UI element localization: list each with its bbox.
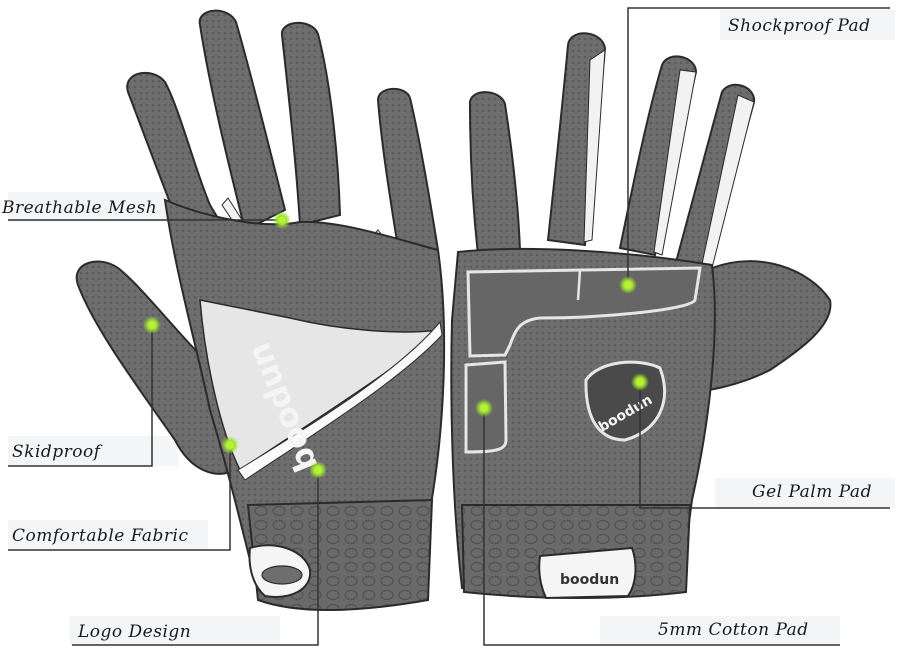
label-strip-breathable bbox=[8, 192, 188, 222]
leader-shockproof bbox=[627, 7, 890, 285]
label-strip-logo bbox=[70, 616, 280, 646]
label-strip-gel bbox=[715, 478, 895, 508]
leader-skidproof bbox=[8, 325, 153, 467]
label-logo-design: Logo Design bbox=[78, 622, 192, 642]
label-gel-palm-pad: Gel Palm Pad bbox=[752, 482, 872, 502]
wrist-tab-logo: boodun bbox=[560, 572, 619, 588]
leader-cotton bbox=[483, 408, 840, 646]
label-strip-comfortable bbox=[8, 520, 208, 550]
right-glove: boodun boodun bbox=[450, 32, 832, 600]
label-strip-cotton bbox=[600, 616, 840, 646]
label-skidproof: Skidproof bbox=[12, 442, 101, 462]
label-strip-skidproof bbox=[8, 436, 178, 466]
leader-gel bbox=[639, 382, 890, 509]
left-glove: boodun bbox=[75, 9, 446, 612]
leader-logo bbox=[72, 470, 319, 646]
label-comfortable-fabric: Comfortable Fabric bbox=[12, 526, 189, 546]
label-breathable-mesh: Breathable Mesh bbox=[2, 198, 158, 218]
label-strip-shockproof bbox=[720, 10, 895, 40]
label-cotton-pad: 5mm Cotton Pad bbox=[658, 620, 809, 640]
feature-markers bbox=[143, 211, 649, 479]
label-shockproof-pad: Shockproof Pad bbox=[728, 16, 871, 36]
leader-lines bbox=[8, 7, 890, 646]
leader-comfortable bbox=[8, 445, 231, 551]
